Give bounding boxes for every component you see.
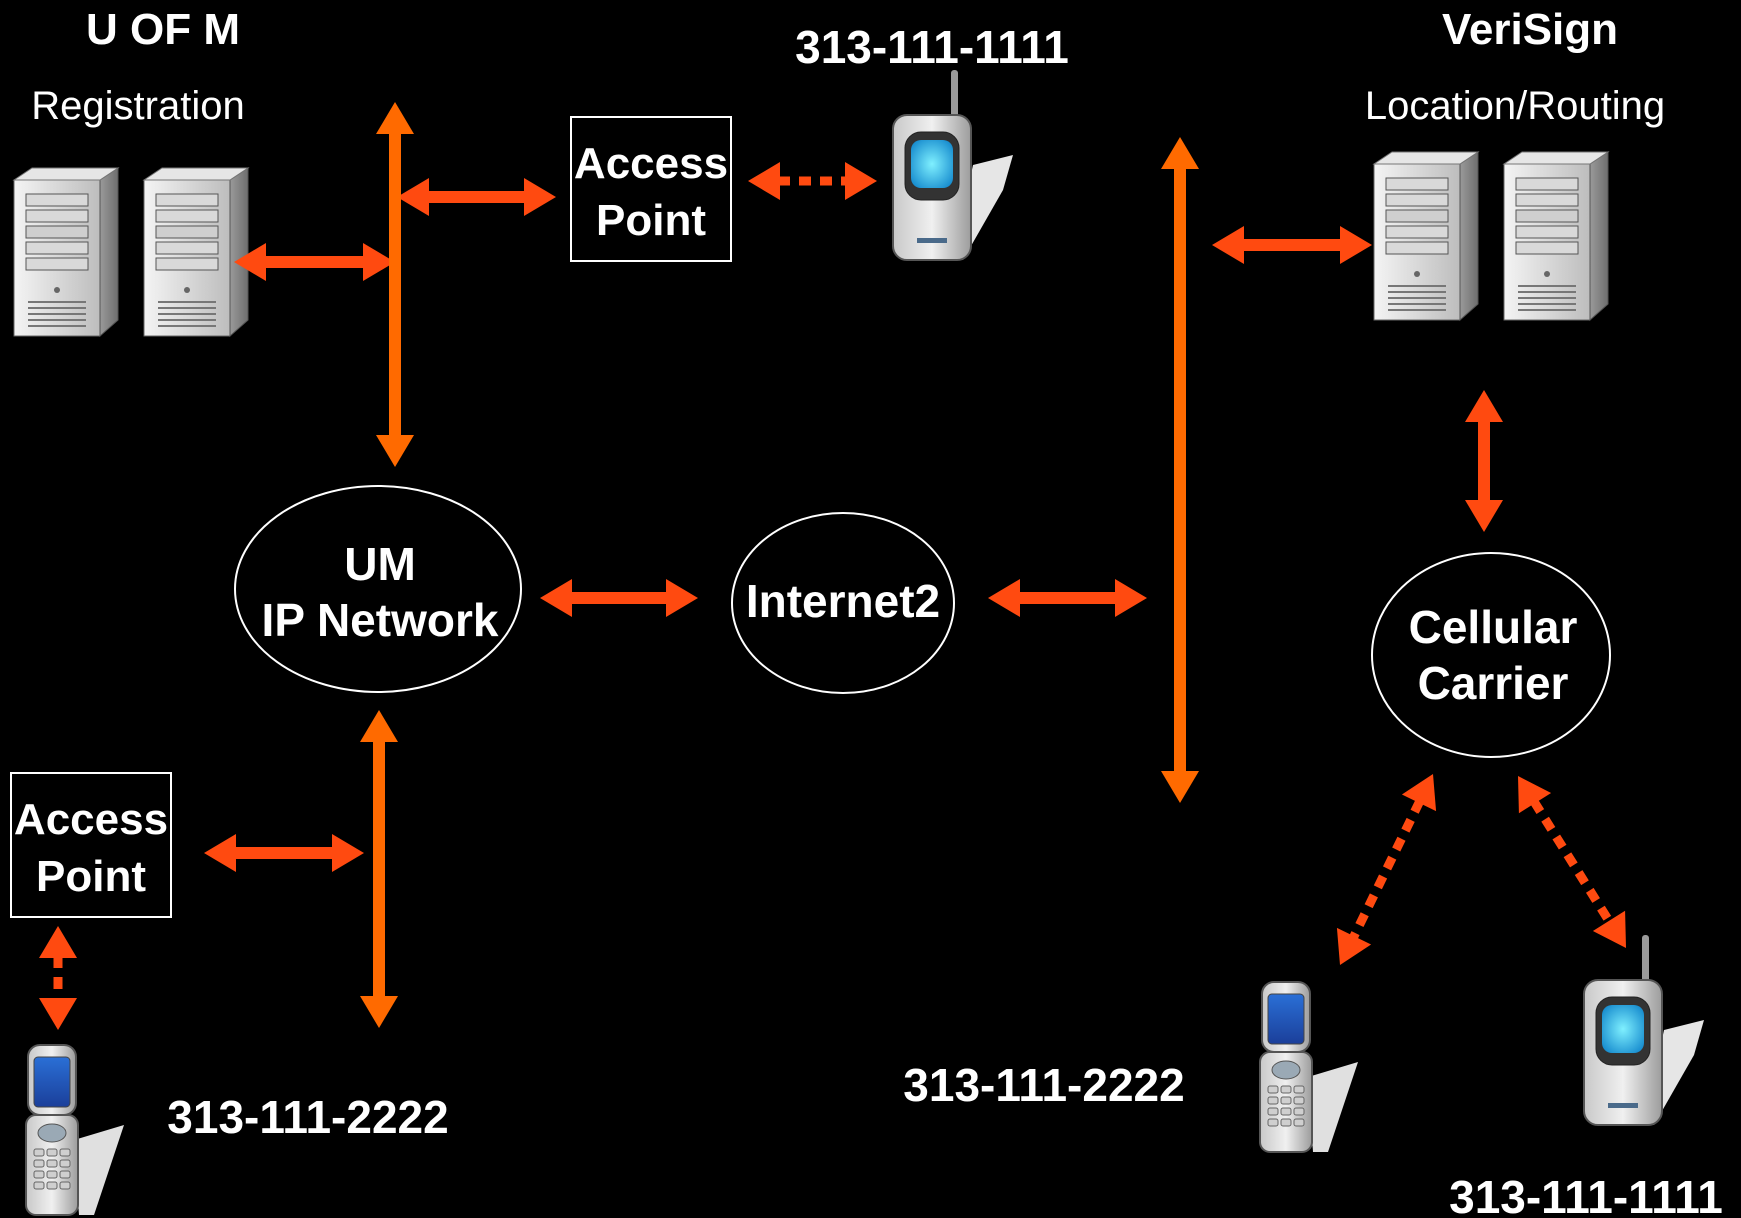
arrow-carrier-to-bar-phone [1518,776,1626,948]
arrow-head [234,243,266,281]
arrow-head [397,178,429,216]
arrow-head [360,710,398,742]
arrow-network-to-internet2 [540,579,698,617]
um-network-line1: UM [344,538,416,590]
right-org-subtitle: Location/Routing [1365,84,1665,128]
arrow-verisign-bus-vertical [1161,137,1199,803]
arrow-access-point-to-network [204,834,364,872]
arrow-backbone-to-access-point [397,178,556,216]
arrow-head [1401,774,1437,812]
cellular-carrier-line2: Carrier [1418,657,1569,709]
arrow-head [363,243,395,281]
arrow-shaft [1530,799,1614,925]
server-icon [1503,151,1609,321]
arrow-head [332,834,364,872]
arrow-head [376,435,414,467]
arrow-head [376,102,414,134]
arrow-verisign-to-carrier [1465,390,1503,532]
arrow-head [360,996,398,1028]
arrow-head [39,926,77,958]
arrow-head [1161,771,1199,803]
flip-phone-icon [1259,981,1359,1153]
arrow-head [666,579,698,617]
arrow-bus-to-verisign-server [1212,226,1372,264]
arrow-head [988,579,1020,617]
access-point-bottom-line1: Access [14,795,168,844]
access-point-bottom-line2: Point [36,852,146,901]
arrow-head [1161,137,1199,169]
phone-number-carrier-flip: 313-111-2222 [903,1059,1184,1111]
arrow-carrier-to-flip-phone [1336,774,1437,965]
internet2-node [731,512,955,694]
arrow-um-backbone-vertical [376,102,414,467]
arrow-head [1336,927,1372,965]
flip-phone-icon [25,1044,125,1216]
arrow-head [540,579,572,617]
arrow-head [204,834,236,872]
internet2-label: Internet2 [746,575,940,627]
arrow-head [1340,226,1372,264]
bar-phone-icon [892,69,1014,261]
right-org-title: VeriSign [1442,5,1618,54]
arrow-internet2-to-verisign-bus [988,579,1147,617]
arrow-head [1212,226,1244,264]
arrow-shaft [1349,799,1424,940]
server-icon [13,167,119,337]
arrow-head [748,162,780,200]
arrow-access-point-to-phone [748,162,877,200]
arrow-layer [39,102,1626,1030]
cellular-carrier-node [1371,552,1611,758]
access-point-top-line1: Access [574,139,728,188]
left-org-subtitle: Registration [31,84,244,128]
arrow-head [524,178,556,216]
arrow-head [1518,776,1552,814]
arrow-head [1465,390,1503,422]
arrow-head [1465,500,1503,532]
arrow-head [39,998,77,1030]
um-ip-network-node [234,485,522,693]
server-icon [143,167,249,337]
arrow-network-bottom-vertical [360,710,398,1028]
arrow-head [1592,910,1626,948]
arrow-server-to-backbone [234,243,395,281]
phone-number-bottom-left: 313-111-2222 [167,1091,448,1143]
access-point-top-line2: Point [596,196,706,245]
left-org-title: U OF M [86,5,240,54]
arrow-access-point-to-flip-phone [39,926,77,1030]
cellular-carrier-line1: Cellular [1409,601,1578,653]
bar-phone-icon [1583,934,1705,1126]
access-point-bottom-box [10,772,172,918]
phone-number-carrier-bar: 313-111-1111 [1449,1171,1723,1218]
arrow-head [1115,579,1147,617]
arrow-head [845,162,877,200]
access-point-top-box [570,116,732,262]
um-network-line2: IP Network [262,594,499,646]
phone-number-top: 313-111-1111 [795,21,1069,73]
server-icon [1373,151,1479,321]
